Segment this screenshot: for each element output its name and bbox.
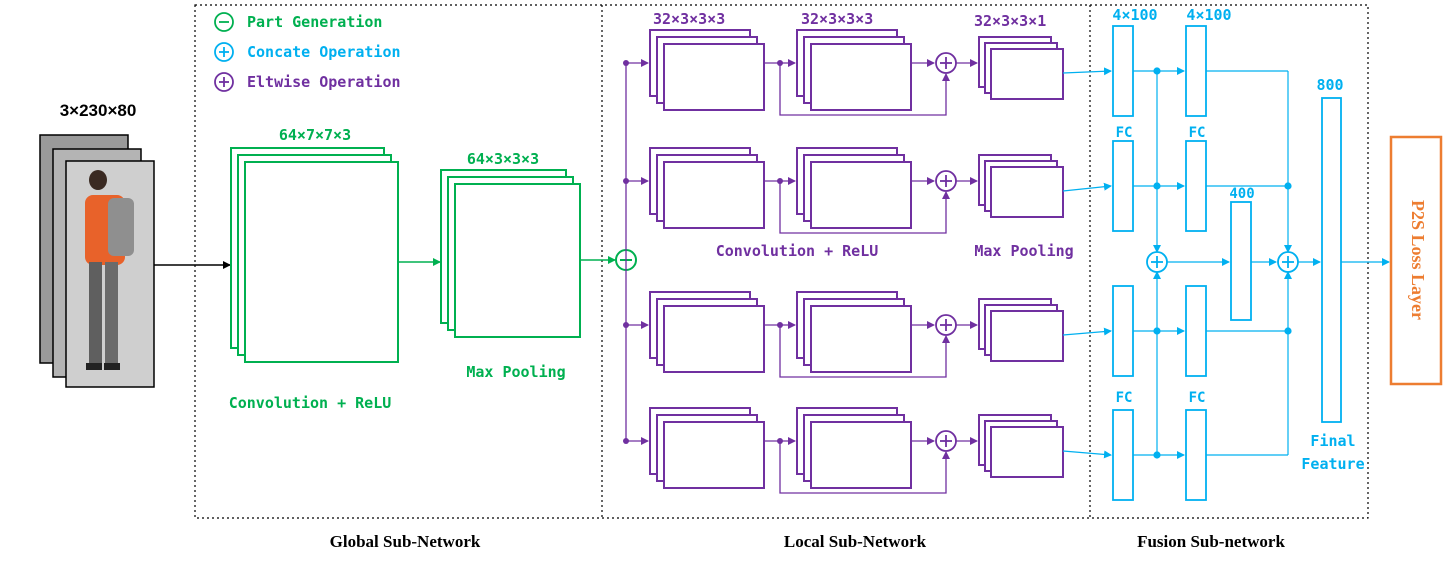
- fc-label: FC: [1116, 390, 1133, 406]
- branch-dot: [623, 322, 629, 328]
- skip-connection: [779, 441, 950, 494]
- fc-layer-2: [1185, 25, 1207, 501]
- legend-label: Part Generation: [247, 13, 382, 31]
- pool-layer: [990, 426, 1064, 478]
- local-branch-3: [623, 291, 1064, 378]
- fc-layer-1: [1112, 25, 1134, 501]
- branch-dot: [623, 60, 629, 66]
- local-branches: [623, 29, 1064, 494]
- final-feature-label-line1: Final: [1310, 432, 1355, 450]
- input-images: [39, 134, 155, 388]
- fc-label: FC: [1189, 390, 1206, 406]
- local-branch-2: [623, 147, 1064, 234]
- pool-layer: [990, 166, 1064, 218]
- conv1-layer: [663, 305, 765, 373]
- global-pool-block: [440, 169, 581, 338]
- local-pool-label: Max Pooling: [974, 242, 1073, 260]
- conv2-layer: [810, 421, 912, 489]
- input-dims: 3×230×80: [60, 101, 137, 120]
- branch-dot: [623, 438, 629, 444]
- global-conv-block: [230, 147, 399, 363]
- fc-label: FC: [1116, 125, 1133, 141]
- global-section-caption: Global Sub-Network: [330, 532, 481, 551]
- pool-layer: [990, 48, 1064, 100]
- loss-layer-label: P2S Loss Layer: [1408, 200, 1428, 320]
- skip-connection: [779, 63, 950, 116]
- conv1-layer: [663, 43, 765, 111]
- global-pool-label: Max Pooling: [466, 363, 565, 381]
- pool-to-fc1-arrow: [1062, 67, 1112, 76]
- conv1-layer: [663, 421, 765, 489]
- final-feature-layer: [1321, 97, 1342, 423]
- local-pool-dims: 32×3×3×1: [974, 12, 1046, 30]
- branch-dot: [623, 178, 629, 184]
- pool-to-fc1-arrow: [1062, 450, 1112, 459]
- final-dims: 800: [1316, 76, 1343, 94]
- legend-label: Concate Operation: [247, 43, 401, 61]
- local-section-caption: Local Sub-Network: [784, 532, 927, 551]
- local-branch-1: [623, 29, 1064, 116]
- legend-concate-operation: Concate Operation: [214, 42, 401, 62]
- person-icon: [85, 170, 134, 370]
- pool-to-fc1-arrow: [1062, 182, 1112, 192]
- local-conv-label: Convolution + ReLU: [716, 242, 879, 260]
- conv2-layer: [810, 43, 912, 111]
- pool-to-fc1-arrow: [1062, 327, 1112, 336]
- global-conv-label: Convolution + ReLU: [229, 394, 392, 412]
- loss-layer-box: [1389, 135, 1443, 386]
- concat-dims: 400: [1229, 186, 1254, 202]
- local-branch-4: [623, 407, 1064, 494]
- concat-layer-400: [1230, 201, 1252, 321]
- conv2-layer: [810, 161, 912, 229]
- section-borders: [194, 4, 1369, 519]
- local-conv2-dims: 32×3×3×3: [801, 10, 873, 28]
- legend-label: Eltwise Operation: [247, 73, 401, 91]
- legend-part-generation: Part Generation: [214, 12, 382, 32]
- concat-node-1: [1146, 251, 1168, 273]
- concat-node-2: [1277, 251, 1299, 273]
- fusion-connections: [1062, 67, 1390, 459]
- fc1-dims: 4×100: [1112, 6, 1157, 24]
- pool-layer: [990, 310, 1064, 362]
- final-feature-label-line2: Feature: [1301, 455, 1364, 473]
- skip-connection: [779, 181, 950, 234]
- global-conv-dims: 64×7×7×3: [279, 126, 351, 144]
- fusion-section-caption: Fusion Sub-network: [1137, 532, 1285, 551]
- legend: Part Generation Concate Operation Eltwis…: [214, 12, 401, 92]
- conv2-layer: [810, 305, 912, 373]
- local-conv1-dims: 32×3×3×3: [653, 10, 725, 28]
- global-pool-dims: 64×3×3×3: [467, 150, 539, 168]
- legend-eltwise-operation: Eltwise Operation: [214, 72, 401, 92]
- fc-label: FC: [1189, 125, 1206, 141]
- conv1-layer: [663, 161, 765, 229]
- skip-connection: [779, 325, 950, 378]
- fc2-dims: 4×100: [1186, 6, 1231, 24]
